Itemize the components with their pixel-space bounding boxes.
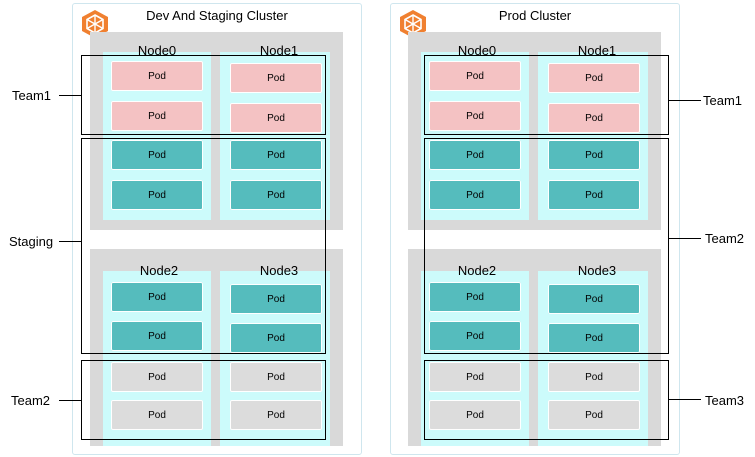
pod: Pod	[111, 321, 203, 351]
team-box-team1	[81, 55, 326, 135]
team-label: Team1	[12, 88, 52, 103]
pod: Pod	[548, 140, 640, 170]
team-label: Staging	[9, 234, 54, 249]
team-leader-line	[669, 238, 701, 239]
node-label: Node1	[259, 43, 299, 58]
team-label: Team3	[705, 393, 745, 408]
team-leader-line	[669, 100, 701, 101]
node-label: Node2	[139, 263, 179, 278]
pod: Pod	[230, 63, 322, 93]
pod: Pod	[429, 140, 521, 170]
pod: Pod	[111, 101, 203, 131]
pod: Pod	[111, 61, 203, 91]
team-box-team3	[424, 360, 669, 440]
cluster-title: Prod Cluster	[498, 8, 572, 23]
pod: Pod	[429, 180, 521, 210]
node-label: Node3	[259, 263, 299, 278]
team-box-team2	[81, 360, 326, 440]
pod: Pod	[429, 61, 521, 91]
node-label: Node0	[137, 43, 177, 58]
pod: Pod	[548, 323, 640, 353]
pod: Pod	[230, 140, 322, 170]
pod: Pod	[111, 282, 203, 312]
pod: Pod	[429, 321, 521, 351]
team-box-team1	[424, 55, 669, 135]
node-label: Node2	[457, 263, 497, 278]
pod: Pod	[230, 284, 322, 314]
team-leader-line	[59, 241, 81, 242]
node-label: Node3	[577, 263, 617, 278]
pod: Pod	[111, 140, 203, 170]
team-label: Team2	[11, 393, 51, 408]
pod: Pod	[230, 323, 322, 353]
pod: Pod	[111, 400, 203, 430]
pod: Pod	[548, 284, 640, 314]
pod: Pod	[429, 282, 521, 312]
pod: Pod	[548, 180, 640, 210]
pod: Pod	[429, 400, 521, 430]
pod: Pod	[548, 362, 640, 392]
team-box-team2	[424, 138, 669, 354]
pod: Pod	[230, 400, 322, 430]
pod: Pod	[548, 63, 640, 93]
pod: Pod	[429, 362, 521, 392]
team-leader-line	[59, 95, 81, 96]
team-box-staging	[81, 138, 326, 354]
pod: Pod	[429, 101, 521, 131]
team-leader-line	[59, 400, 81, 401]
pod: Pod	[230, 103, 322, 133]
team-leader-line	[669, 399, 701, 400]
pod: Pod	[111, 362, 203, 392]
pod: Pod	[548, 400, 640, 430]
team-label: Team1	[703, 93, 743, 108]
node-label: Node0	[457, 43, 497, 58]
pod: Pod	[230, 362, 322, 392]
cluster-title: Dev And Staging Cluster	[146, 8, 288, 23]
pod: Pod	[548, 103, 640, 133]
pod: Pod	[111, 180, 203, 210]
node-label: Node1	[577, 43, 617, 58]
pod: Pod	[230, 180, 322, 210]
team-label: Team2	[705, 231, 745, 246]
